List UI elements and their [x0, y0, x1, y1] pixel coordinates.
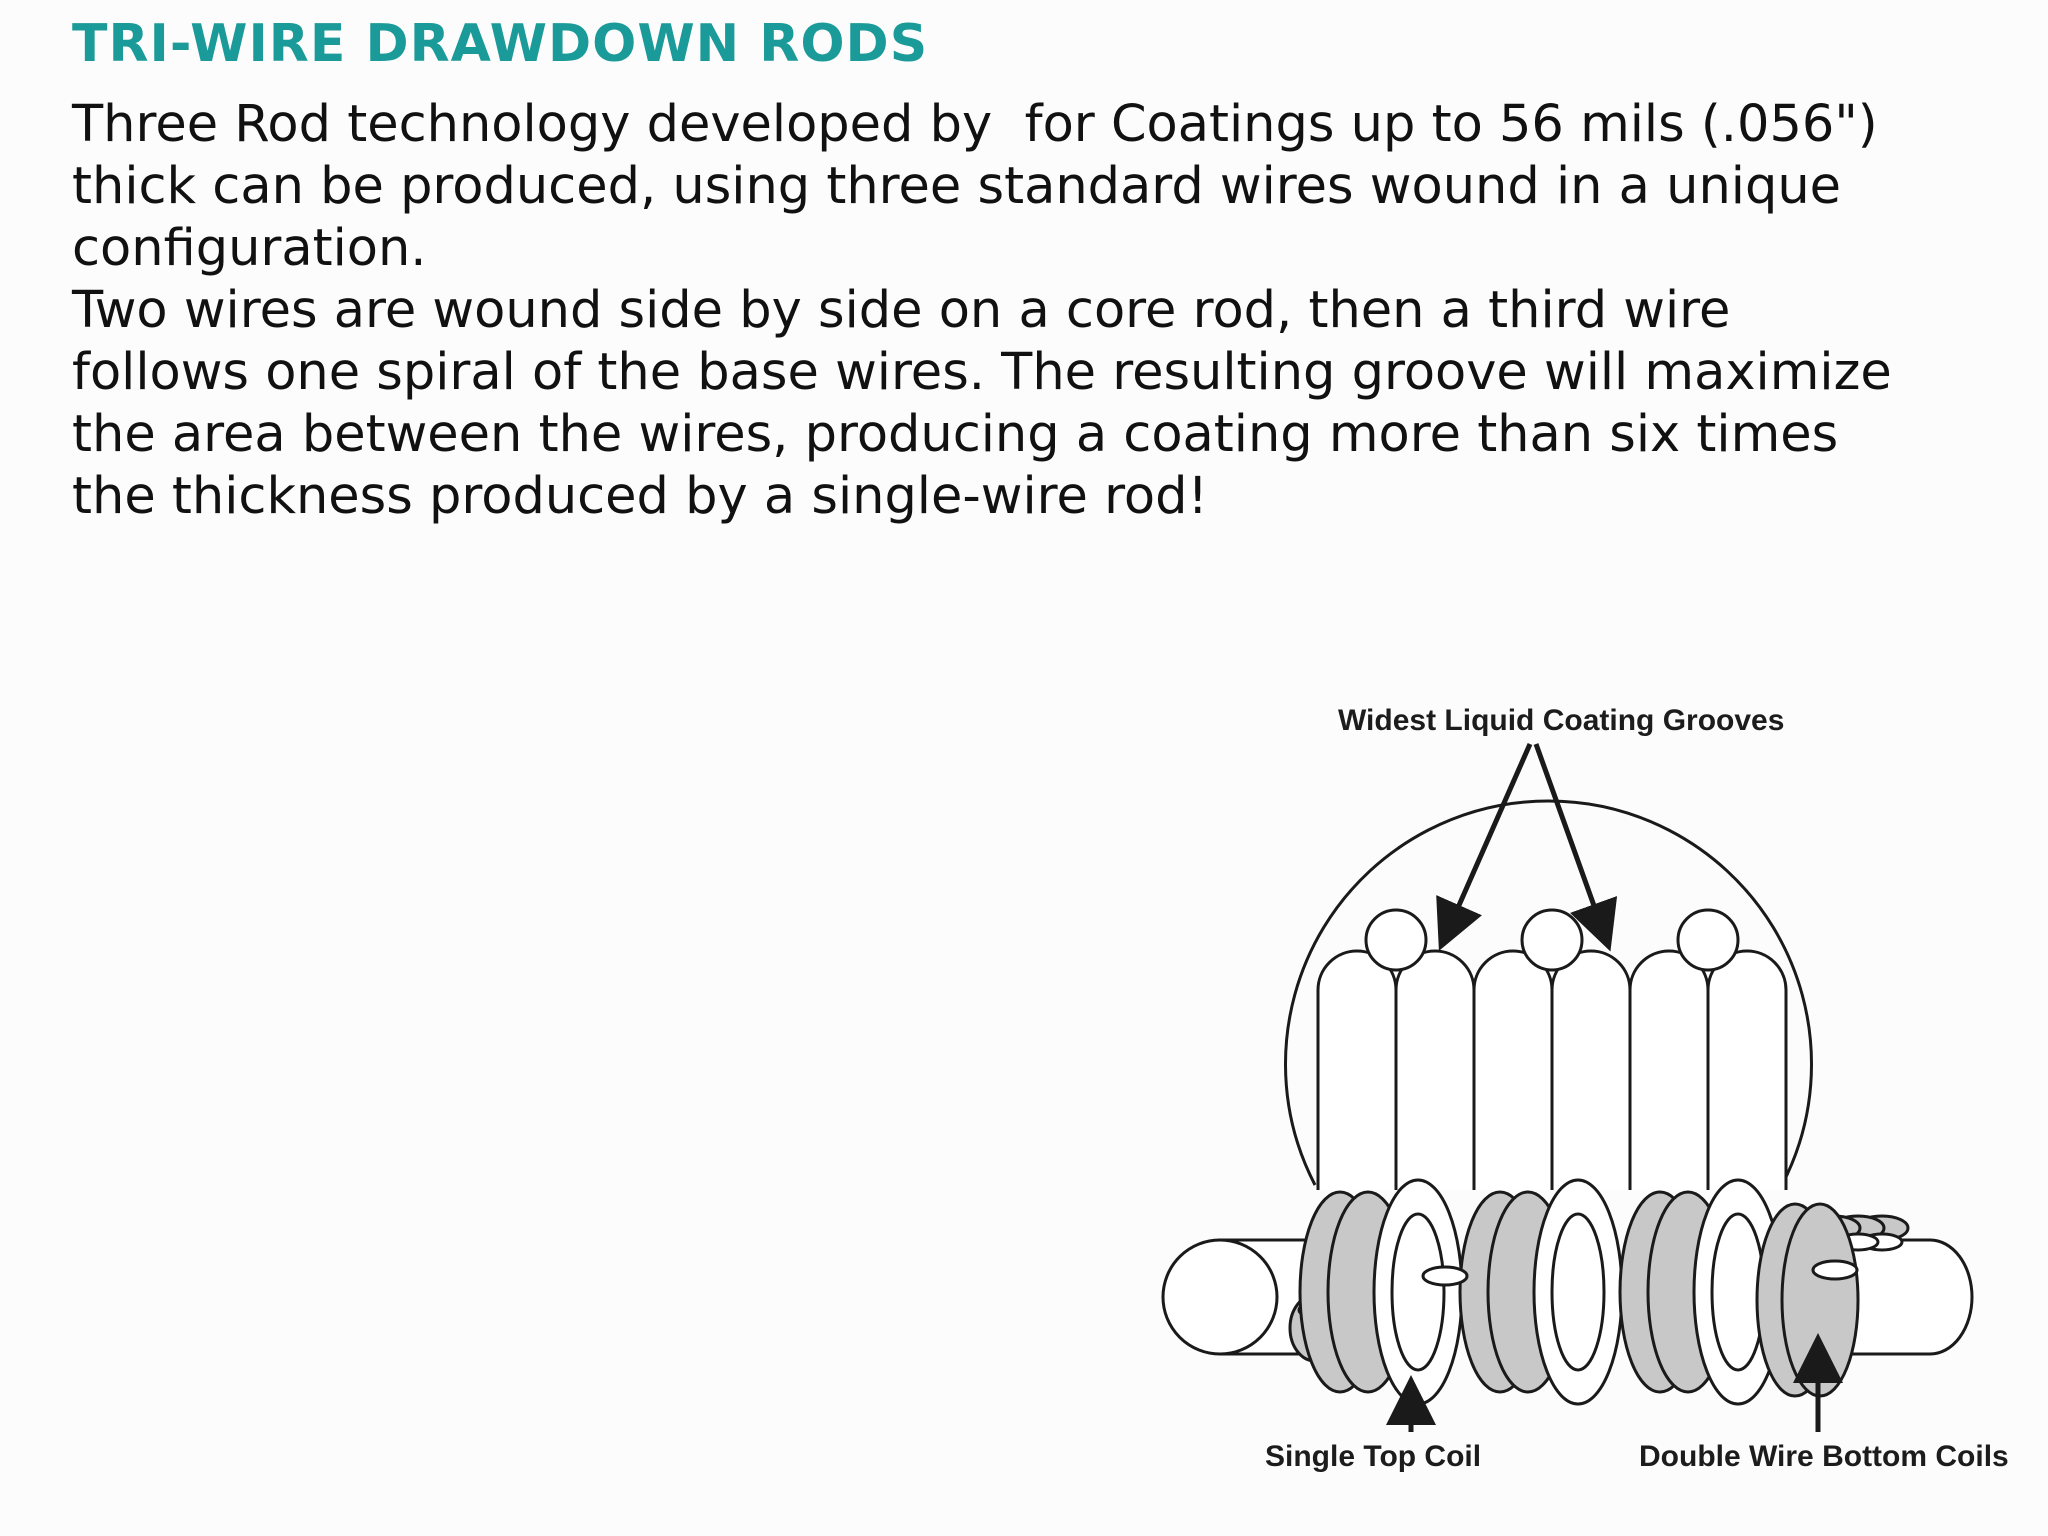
magnifier-outline	[1284, 799, 1813, 1186]
tri-wire-rod-diagram: Widest Liquid Coating Grooves Single Top…	[1140, 700, 2020, 1500]
wire-end-cap	[1421, 1265, 1469, 1287]
body-line: Two wires are wound side by side on a co…	[72, 281, 1731, 340]
base-wire-columns	[1316, 949, 1788, 1190]
arrow-left-groove	[1436, 742, 1533, 951]
body-paragraph: Three Rod technology developed by for Co…	[72, 94, 2032, 528]
body-line: follows one spiral of the base wires. Th…	[72, 343, 1892, 402]
top-wire-circles	[1364, 908, 1740, 972]
body-line: the thickness produced by a single-wire …	[72, 467, 1208, 526]
body-line: the area between the wires, producing a …	[72, 405, 1839, 464]
label-single-top-coil: Single Top Coil	[1265, 1440, 1482, 1473]
rod-right-end	[1838, 1238, 1974, 1356]
arrows	[1386, 742, 1843, 1432]
magnified-cross-section	[1284, 799, 1813, 1190]
body-line: configuration.	[72, 219, 427, 278]
arrow-right-groove	[1533, 743, 1618, 952]
label-double-wire-bottom-coils: Double Wire Bottom Coils	[1639, 1440, 2009, 1473]
page-title: TRI-WIRE DRAWDOWN RODS	[72, 14, 929, 74]
top-wire-coil-inner	[1550, 1212, 1606, 1372]
coil-stack	[1298, 1178, 1860, 1406]
rod-body	[1161, 1178, 1974, 1406]
rod-illustration	[1161, 742, 1974, 1432]
top-wire-coil-inner	[1390, 1212, 1446, 1372]
wire-end-cap	[1811, 1259, 1859, 1281]
label-widest-grooves: Widest Liquid Coating Grooves	[1338, 704, 1785, 737]
rod-left-end	[1161, 1238, 1279, 1356]
body-line: Three Rod technology developed by for Co…	[72, 95, 1878, 154]
body-line: thick can be produced, using three stand…	[72, 157, 1842, 216]
